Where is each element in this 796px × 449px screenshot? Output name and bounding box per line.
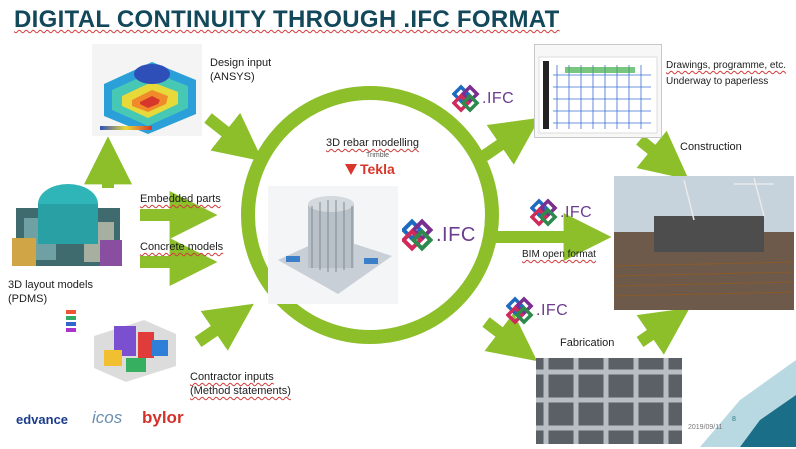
fabrication-label: Fabrication: [560, 336, 614, 350]
slide-date: 2019/09/11: [688, 424, 723, 431]
arrow-drawings-to-construction: [640, 140, 672, 166]
concrete-models-label: Concrete models: [140, 240, 223, 254]
construction-site-image: [614, 176, 794, 310]
bylor-logo: bylor: [142, 408, 184, 428]
ifc-icon: [506, 296, 534, 326]
rebar-mesh-image: [536, 358, 682, 444]
icos-logo: icos: [92, 408, 122, 428]
drawings-tablet-image: [534, 44, 662, 138]
ifc-icon: [452, 84, 480, 114]
tekla-icon: [344, 162, 358, 176]
contractor-model-image: [64, 306, 184, 390]
arrow-fabrication-to-construction: [640, 320, 672, 342]
layout-model-image: [10, 178, 128, 274]
edvance-logo: edvance: [16, 412, 68, 427]
ifc-icon: [402, 218, 434, 252]
bim-open-format-label: BIM open format: [522, 248, 596, 262]
embedded-parts-label: Embedded parts: [140, 192, 221, 206]
tekla-logo: Trimble Tekla: [344, 152, 406, 182]
rebar-modelling-label: 3D rebar modelling: [326, 136, 419, 150]
footer-logos: edvance icos bylor: [6, 408, 196, 442]
layout-models-label: 3D layout models (PDMS): [8, 278, 93, 306]
contractor-inputs-label: Contractor inputs (Method statements): [190, 370, 291, 398]
arrow-contractor-inputs: [198, 316, 236, 342]
ifc-icon: [530, 198, 558, 228]
design-input-label: Design input (ANSYS): [210, 56, 271, 84]
arrow-design-to-center: [208, 118, 246, 148]
construction-label: Construction: [680, 140, 742, 154]
drawings-label: Drawings, programme, etc. Underway to pa…: [666, 58, 786, 90]
ansys-image: [92, 44, 202, 136]
rebar-model-image: [268, 186, 398, 304]
page-number: 8: [732, 416, 736, 423]
arrow-to-drawings: [484, 130, 522, 156]
